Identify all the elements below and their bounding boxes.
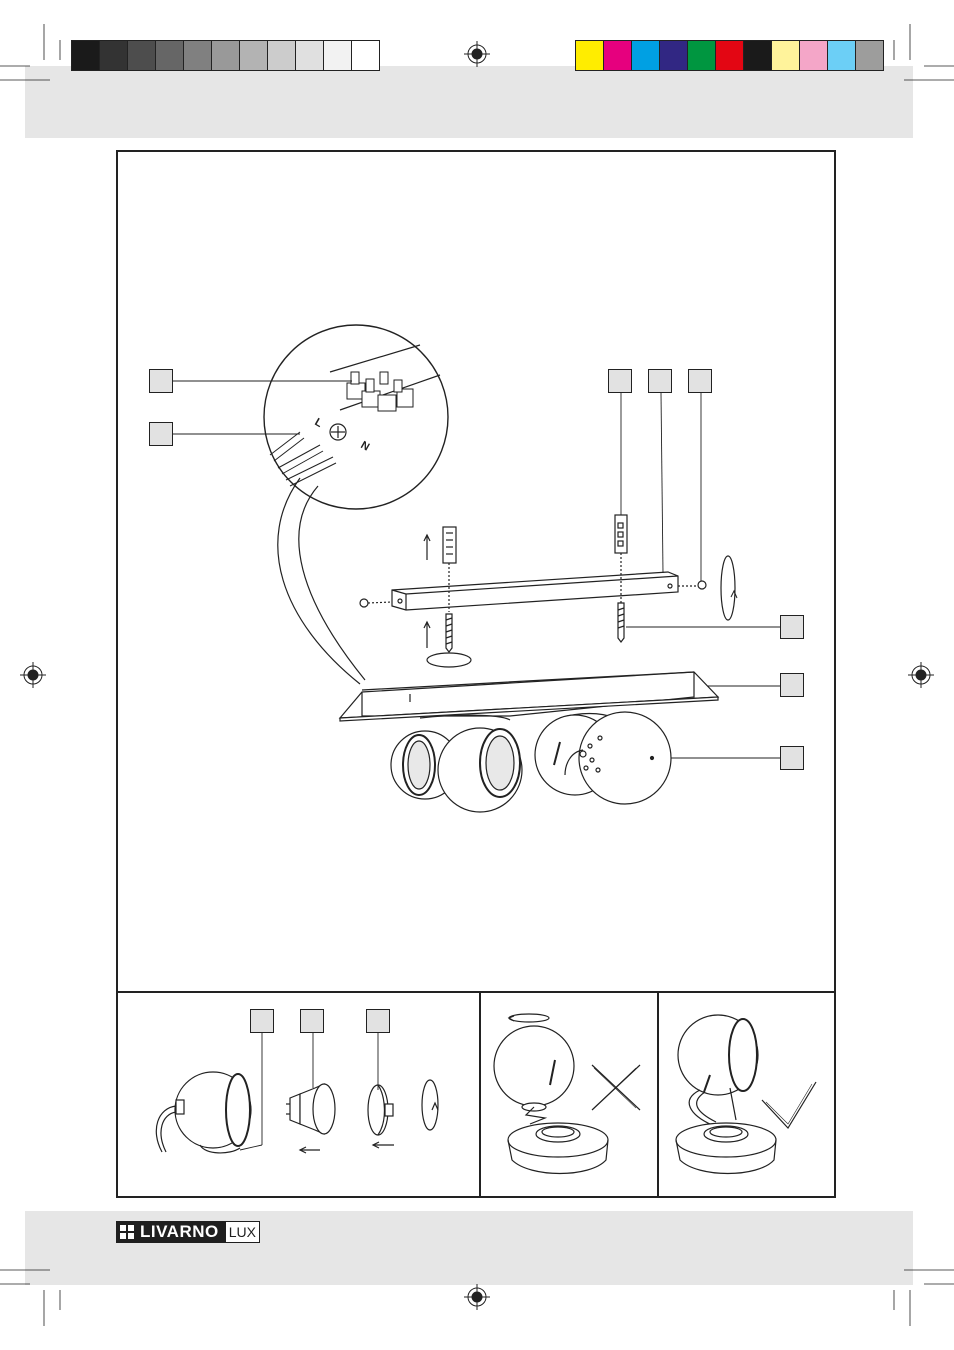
callout-box-wires [149, 422, 173, 446]
callout-box-dowel [608, 369, 632, 393]
up-arrow-icon [423, 533, 431, 648]
callout-box-terminal [149, 369, 173, 393]
color-swatch-0 [576, 41, 604, 70]
correct-orientation-illustration [675, 1014, 817, 1174]
fixing-screw-left [445, 613, 453, 653]
gray-swatch-7 [268, 41, 296, 70]
color-swatch-3 [660, 41, 688, 70]
callout-box-nut [688, 369, 712, 393]
fixing-screw-right [617, 602, 625, 643]
bulb-replacement-illustration [155, 1033, 439, 1154]
grayscale-calibration-strip [71, 40, 380, 71]
glass-cover-icon [367, 1033, 394, 1149]
earth-symbol-icon [329, 423, 347, 441]
callout-box-glass-cover [366, 1009, 390, 1033]
mains-wires-icon [269, 431, 337, 487]
top-print-band [25, 66, 913, 138]
gu10-bulb-icon [286, 1033, 336, 1154]
gray-swatch-10 [352, 41, 379, 70]
color-swatch-4 [688, 41, 716, 70]
rotate-arrow-bottom-icon [426, 652, 472, 668]
bracket-side-screw-left [359, 598, 393, 608]
brand-logo-main: LIVARNO [116, 1221, 225, 1243]
diagram-frame [116, 150, 836, 1198]
brand-logo: LIVARNO LUX [116, 1221, 260, 1243]
gray-swatch-4 [184, 41, 212, 70]
brand-suffix: LUX [224, 1221, 260, 1243]
registration-mark-bottom [464, 1284, 490, 1310]
gray-swatch-2 [128, 41, 156, 70]
color-swatch-9 [828, 41, 856, 70]
rotate-arrow-glass-icon [421, 1079, 439, 1131]
terminal-block-icon [346, 371, 414, 412]
registration-mark-top [464, 41, 490, 67]
color-swatch-6 [744, 41, 772, 70]
callout-box-lamp-head [250, 1009, 274, 1033]
callout-box-bulb [300, 1009, 324, 1033]
brand-name: LIVARNO [140, 1222, 219, 1241]
callout-box-screw [780, 615, 804, 639]
spotlight-heads [390, 711, 672, 813]
color-calibration-strip [575, 40, 884, 71]
terminal-detail-circle: L N [263, 324, 449, 685]
color-swatch-10 [856, 41, 883, 70]
wall-dowel-right [614, 514, 628, 603]
callout-box-canopy [780, 673, 804, 697]
gray-swatch-5 [212, 41, 240, 70]
crop-marks [0, 24, 954, 1326]
color-swatch-8 [800, 41, 828, 70]
ceiling-canopy [338, 671, 720, 722]
gray-swatch-1 [100, 41, 128, 70]
gray-swatch-8 [296, 41, 324, 70]
terminal-live-letter: L [313, 416, 325, 430]
gray-swatch-9 [324, 41, 352, 70]
rotate-arrow-right-icon [720, 555, 736, 621]
gray-swatch-0 [72, 41, 100, 70]
gray-swatch-6 [240, 41, 268, 70]
color-swatch-5 [716, 41, 744, 70]
gray-swatch-3 [156, 41, 184, 70]
mounting-bracket [391, 571, 679, 611]
incorrect-rotation-illustration [493, 1013, 641, 1174]
wall-dowel-left [442, 526, 457, 612]
checkmark-icon [761, 1081, 817, 1129]
registration-mark-left [20, 662, 46, 688]
registration-mark-right [908, 662, 934, 688]
color-swatch-1 [604, 41, 632, 70]
bracket-side-nut-right [678, 580, 707, 590]
terminal-neutral-letter: N [359, 439, 372, 453]
brand-mark-icon [120, 1225, 134, 1239]
callout-box-spotlight [780, 746, 804, 770]
color-swatch-2 [632, 41, 660, 70]
callout-box-bracket [648, 369, 672, 393]
color-swatch-7 [772, 41, 800, 70]
